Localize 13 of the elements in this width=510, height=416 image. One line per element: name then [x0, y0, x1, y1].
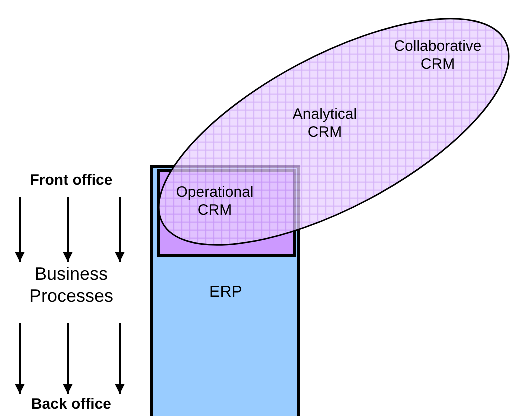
heading-label: Back office: [30, 396, 113, 414]
box-label: Operational CRM: [175, 184, 255, 220]
box-label: Collaborative CRM: [393, 38, 483, 74]
heading-label: Front office: [29, 172, 114, 190]
text-label: Business Processes: [28, 264, 115, 308]
box-label: Analytical CRM: [292, 106, 358, 142]
arrow: [15, 323, 25, 394]
arrow: [115, 197, 125, 262]
box-label: ERP: [208, 283, 244, 302]
arrow: [115, 323, 125, 394]
arrow: [15, 197, 25, 262]
arrow: [63, 323, 73, 394]
arrow: [63, 197, 73, 262]
